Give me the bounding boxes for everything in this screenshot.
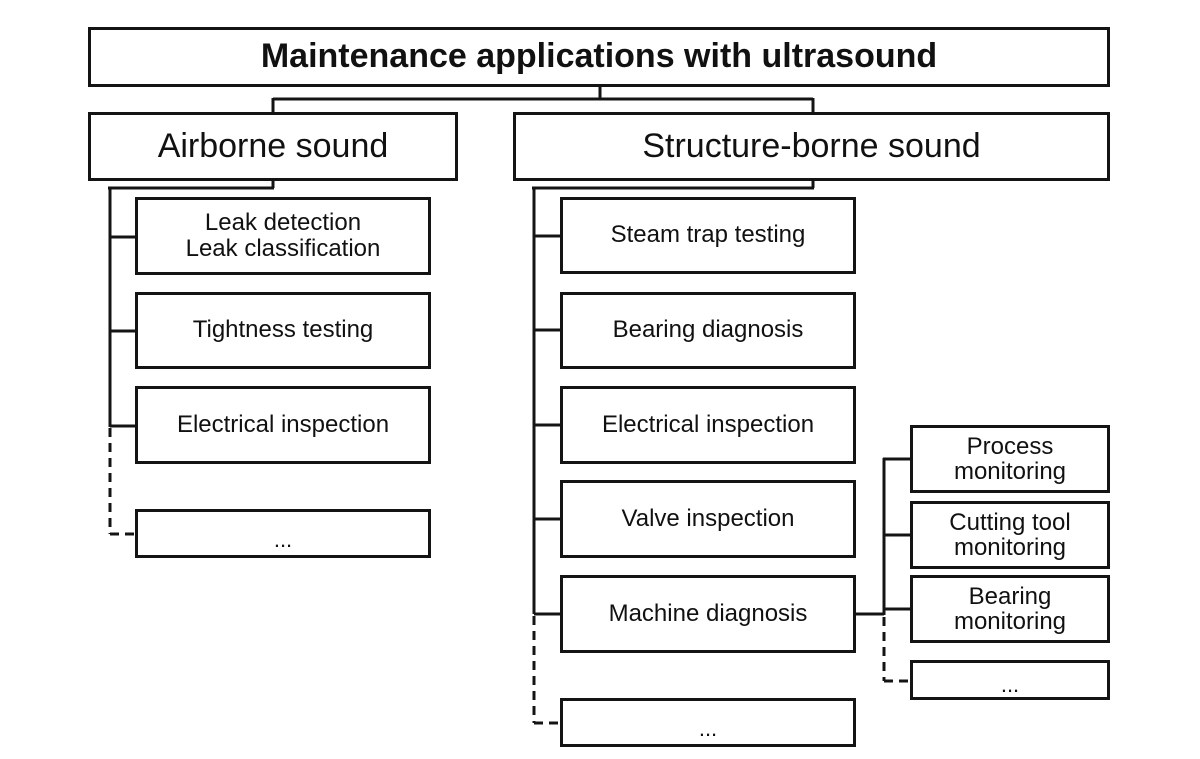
item-more-placeholder: ... — [560, 698, 856, 747]
item-label: Tightness testing — [192, 316, 374, 344]
item-electrical-inspection: Electrical inspection — [135, 386, 431, 464]
subitem-more-placeholder: ... — [910, 660, 1110, 700]
item-leak-detection: Leak detection Leak classification — [135, 197, 431, 275]
item-label: ... — [273, 527, 293, 553]
item-electrical-inspection: Electrical inspection — [560, 386, 856, 464]
root-title-box: Maintenance applications with ultrasound — [88, 27, 1110, 87]
item-bearing-diagnosis: Bearing diagnosis — [560, 292, 856, 369]
item-tightness-testing: Tightness testing — [135, 292, 431, 369]
item-label: Leak detection Leak classification — [185, 208, 381, 262]
item-label: Machine diagnosis — [608, 599, 808, 627]
item-more-placeholder: ... — [135, 509, 431, 558]
root-title: Maintenance applications with ultrasound — [260, 37, 938, 76]
category-label: Airborne sound — [157, 126, 389, 165]
subitem-bearing-monitoring: Bearing monitoring — [910, 575, 1110, 643]
item-label: ... — [698, 716, 718, 742]
item-label: Steam trap testing — [610, 221, 806, 249]
item-machine-diagnosis: Machine diagnosis — [560, 575, 856, 653]
subitem-label: Process monitoring — [953, 432, 1067, 485]
item-label: Electrical inspection — [601, 410, 815, 438]
item-label: Bearing diagnosis — [612, 316, 804, 344]
category-structure-borne-sound: Structure-borne sound — [513, 112, 1110, 181]
subitem-process-monitoring: Process monitoring — [910, 425, 1110, 493]
item-label: Electrical inspection — [176, 410, 390, 438]
item-label: Valve inspection — [621, 504, 795, 532]
category-label: Structure-borne sound — [642, 126, 981, 165]
subitem-cutting-tool-monitoring: Cutting tool monitoring — [910, 501, 1110, 569]
subitem-label: Cutting tool monitoring — [949, 508, 1071, 561]
item-steam-trap-testing: Steam trap testing — [560, 197, 856, 274]
subitem-label: ... — [1000, 671, 1020, 697]
item-valve-inspection: Valve inspection — [560, 480, 856, 558]
subitem-label: Bearing monitoring — [953, 582, 1067, 635]
category-airborne-sound: Airborne sound — [88, 112, 458, 181]
